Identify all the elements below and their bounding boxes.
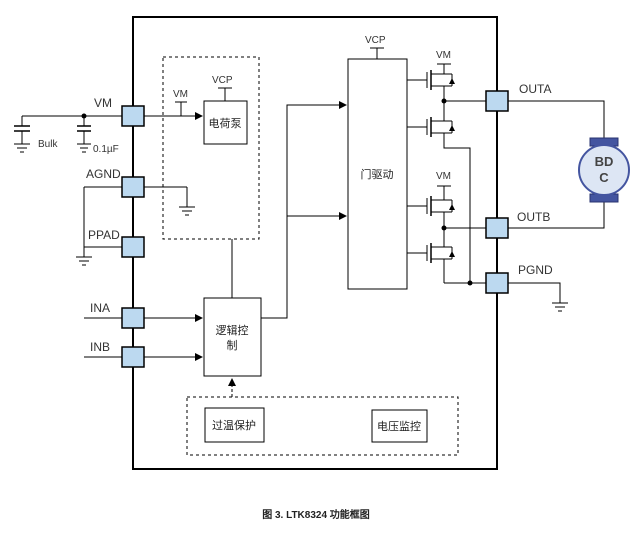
cap-value-label: 0.1µF bbox=[93, 144, 119, 155]
logic-label-line2: 制 bbox=[227, 339, 238, 352]
vm-fet-bottom-label: VM bbox=[436, 171, 451, 182]
pin-label-outb: OUTB bbox=[517, 210, 550, 224]
pin-agnd bbox=[121, 176, 145, 198]
pin-pgnd bbox=[485, 272, 509, 294]
figure-caption: 图 3. LTK8324 功能框图 bbox=[262, 508, 370, 521]
over-temp-block bbox=[204, 407, 265, 443]
motor-body bbox=[578, 144, 630, 196]
bulk-label: Bulk bbox=[38, 139, 58, 150]
vcp-pump-label: VCP bbox=[212, 75, 233, 86]
motor-label-line2: C bbox=[599, 170, 609, 185]
pin-ppad bbox=[121, 236, 145, 258]
gate-driver-label: 门驱动 bbox=[361, 167, 394, 181]
pin-outa bbox=[485, 90, 509, 112]
outa-to-motor-wire bbox=[508, 100, 605, 142]
fet-low-side-b bbox=[426, 228, 455, 283]
chip-outline bbox=[132, 16, 498, 470]
pin-inb bbox=[121, 346, 145, 368]
pin-vm bbox=[121, 105, 145, 127]
pin-outb bbox=[485, 217, 509, 239]
pgnd-node-dot bbox=[467, 280, 473, 286]
fet-high-side-a bbox=[426, 64, 455, 101]
pin-label-ppad: PPAD bbox=[88, 228, 120, 242]
fet-low-side-a bbox=[426, 101, 455, 144]
pin-label-vm: VM bbox=[94, 96, 112, 110]
fet-high-side-b bbox=[426, 186, 455, 228]
pin-label-outa: OUTA bbox=[519, 82, 551, 96]
pgnd-ext-wire bbox=[508, 282, 561, 303]
over-temp-label: 过温保护 bbox=[212, 418, 256, 432]
charge-pump-region bbox=[162, 56, 260, 240]
motor-label-line1: BD bbox=[595, 154, 614, 169]
gate-driver-block bbox=[347, 58, 408, 290]
voltage-monitor-block bbox=[371, 409, 428, 443]
vm-internal-label: VM bbox=[173, 89, 188, 100]
pin-label-pgnd: PGND bbox=[518, 263, 553, 277]
outb-to-motor-wire bbox=[508, 199, 605, 229]
logic-control-block bbox=[203, 297, 262, 377]
vcp-gate-label: VCP bbox=[365, 35, 386, 46]
charge-pump-label: 电荷泵 bbox=[209, 117, 242, 130]
voltage-monitor-label: 电压监控 bbox=[377, 419, 421, 433]
pin-label-ina: INA bbox=[90, 301, 110, 315]
protection-region bbox=[186, 396, 459, 456]
low-side-a-return bbox=[443, 144, 471, 283]
pin-label-inb: INB bbox=[90, 340, 110, 354]
vm-fet-top-label: VM bbox=[436, 50, 451, 61]
logic-to-gate-arrow-upper bbox=[261, 101, 347, 319]
pin-label-agnd: AGND bbox=[86, 167, 121, 181]
pin-ina bbox=[121, 307, 145, 329]
logic-label-line1: 逻辑控 bbox=[216, 323, 249, 337]
bdc-motor: BD C bbox=[578, 137, 630, 203]
